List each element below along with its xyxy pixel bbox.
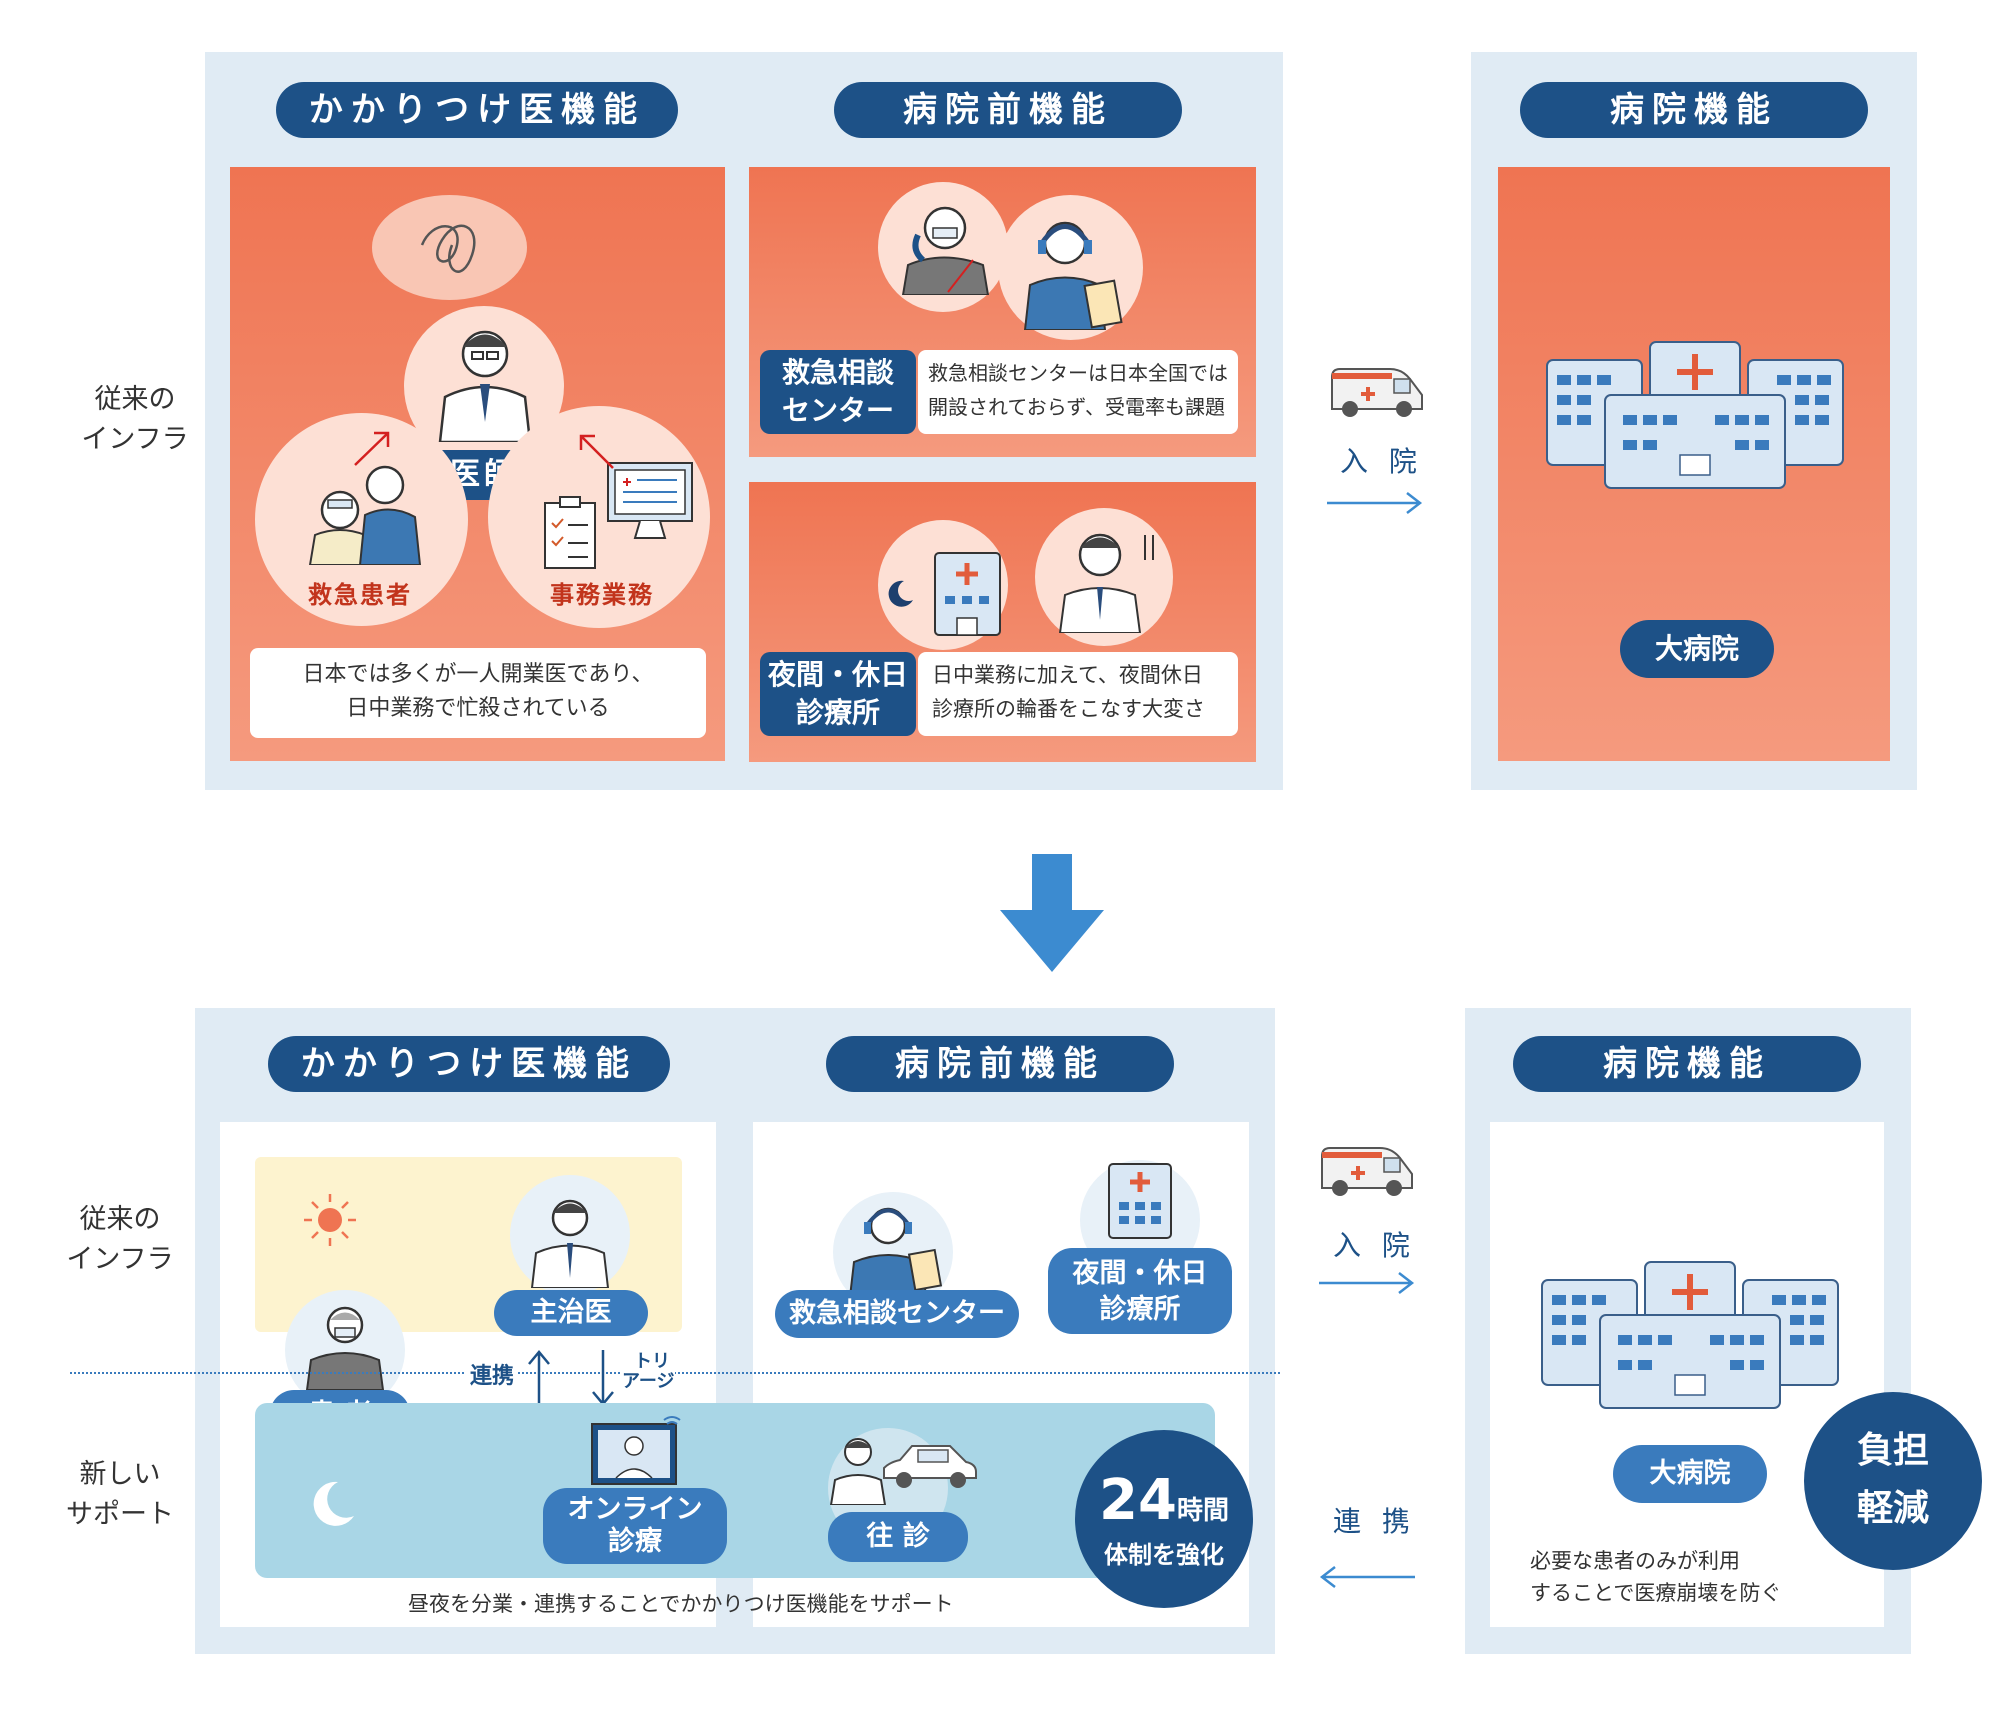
bottom-big-hospital-tag: 大病院 [1613, 1445, 1767, 1503]
patient-family-icon [308, 465, 422, 565]
night-clinic-building-icon [1108, 1163, 1172, 1239]
24h-unit: 時間 [1176, 1496, 1229, 1526]
sun-icon [304, 1194, 356, 1246]
bottom-side-label-old: 従来の インフラ [66, 1204, 174, 1275]
nighttime-band [255, 1403, 1215, 1578]
elderly-patient-icon [305, 1306, 385, 1390]
bottom-renkei-arrow [1319, 1566, 1415, 1588]
top-admit-label: 入 院 [1340, 445, 1423, 478]
online-consult-monitor-icon [591, 1416, 681, 1485]
top-hospital-title: 病院機能 [1520, 82, 1868, 138]
bottom-side-label-new: 新しい サポート [66, 1459, 174, 1530]
emergency-patient-circle [255, 413, 468, 626]
office-work-label: 事務業務 [550, 581, 654, 609]
hospital-building-icon [1546, 341, 1844, 489]
bottom-ambulance-icon [1321, 1147, 1413, 1196]
top-side-label: 従来の インフラ [81, 384, 189, 455]
consult-operator-icon [848, 1207, 943, 1297]
24h-badge: 24時間 体制を強化 [1075, 1430, 1253, 1608]
bottom-prehospital-title: 病院前機能 [826, 1036, 1174, 1092]
24h-sub: 体制を強化 [1104, 1541, 1224, 1569]
renkei-up-arrow [528, 1350, 550, 1412]
tangle-icon [420, 224, 476, 273]
doctor-icon [438, 330, 532, 442]
top-big-hospital-tag: 大病院 [1620, 620, 1774, 678]
main-doctor-icon [530, 1199, 610, 1288]
clinic-building-icon [934, 552, 1001, 636]
bottom-admit-label: 入 院 [1333, 1229, 1416, 1262]
emergency-patient-label: 救急患者 [308, 581, 412, 609]
clipboard-icon [544, 496, 596, 569]
night-clinic-tag: 夜間・休日 診療所 [1048, 1248, 1232, 1334]
bottom-kakaritsuke-caption: 昼夜を分業・連携することでかかりつけ医機能をサポート [408, 1592, 954, 1616]
top-consult-tag: 救急相談 センター [760, 350, 916, 434]
dotted-divider [70, 1372, 1280, 1374]
top-consult-caption: 救急相談センターは日本全国では 開設されておらず、受電率も課題 [918, 350, 1238, 434]
tired-doctor-icon [1058, 533, 1154, 633]
moon-icon [888, 580, 913, 607]
crescent-moon-icon [313, 1481, 354, 1526]
main-doctor-tag: 主治医 [494, 1290, 648, 1336]
renkei-small-label: 連携 [466, 1358, 519, 1390]
home-visit-tag: 往 診 [828, 1512, 968, 1562]
top-kakaritsuke-title: かかりつけ医機能 [276, 82, 678, 138]
red-arrow-up-left-icon [579, 434, 614, 469]
computer-monitor-icon [607, 462, 693, 539]
bottom-hospital-title: 病院機能 [1513, 1036, 1861, 1092]
phone-caller-icon [901, 206, 990, 295]
triage-down-arrow [592, 1350, 614, 1406]
bottom-hospital-building-icon [1541, 1261, 1839, 1409]
online-consult-tag: オンライン 診療 [543, 1488, 727, 1564]
top-kakaritsuke-caption: 日本では多くが一人開業医であり、 日中業務で忙殺されている [250, 648, 706, 738]
consult-center-tag: 救急相談センター [775, 1290, 1019, 1338]
operator-icon [1023, 221, 1123, 330]
top-prehospital-title: 病院前機能 [834, 82, 1182, 138]
car-icon [883, 1445, 977, 1488]
24h-number: 24 [1099, 1468, 1177, 1533]
home-visit-doctor-icon [829, 1438, 887, 1505]
transition-down-arrow [1000, 854, 1104, 972]
bottom-renkei-label: 連 携 [1333, 1505, 1416, 1538]
bottom-hospital-caption: 必要な患者のみが利用 することで医療崩壊を防ぐ [1530, 1549, 1782, 1605]
bottom-admit-arrow [1319, 1272, 1415, 1294]
thought-bubble [372, 195, 527, 300]
bottom-kakaritsuke-title: かかりつけ医機能 [268, 1036, 670, 1092]
burden-reduction-badge: 負担 軽減 [1804, 1392, 1982, 1570]
top-admit-arrow [1327, 492, 1423, 514]
top-night-clinic-caption: 日中業務に加えて、夜間休日 診療所の輪番をこなす大変さ [918, 652, 1238, 736]
red-arrow-up-icon [354, 431, 390, 466]
top-night-clinic-tag: 夜間・休日 診療所 [760, 652, 916, 736]
triage-label: トリ アージ [622, 1351, 675, 1392]
ambulance-icon [1331, 368, 1423, 417]
